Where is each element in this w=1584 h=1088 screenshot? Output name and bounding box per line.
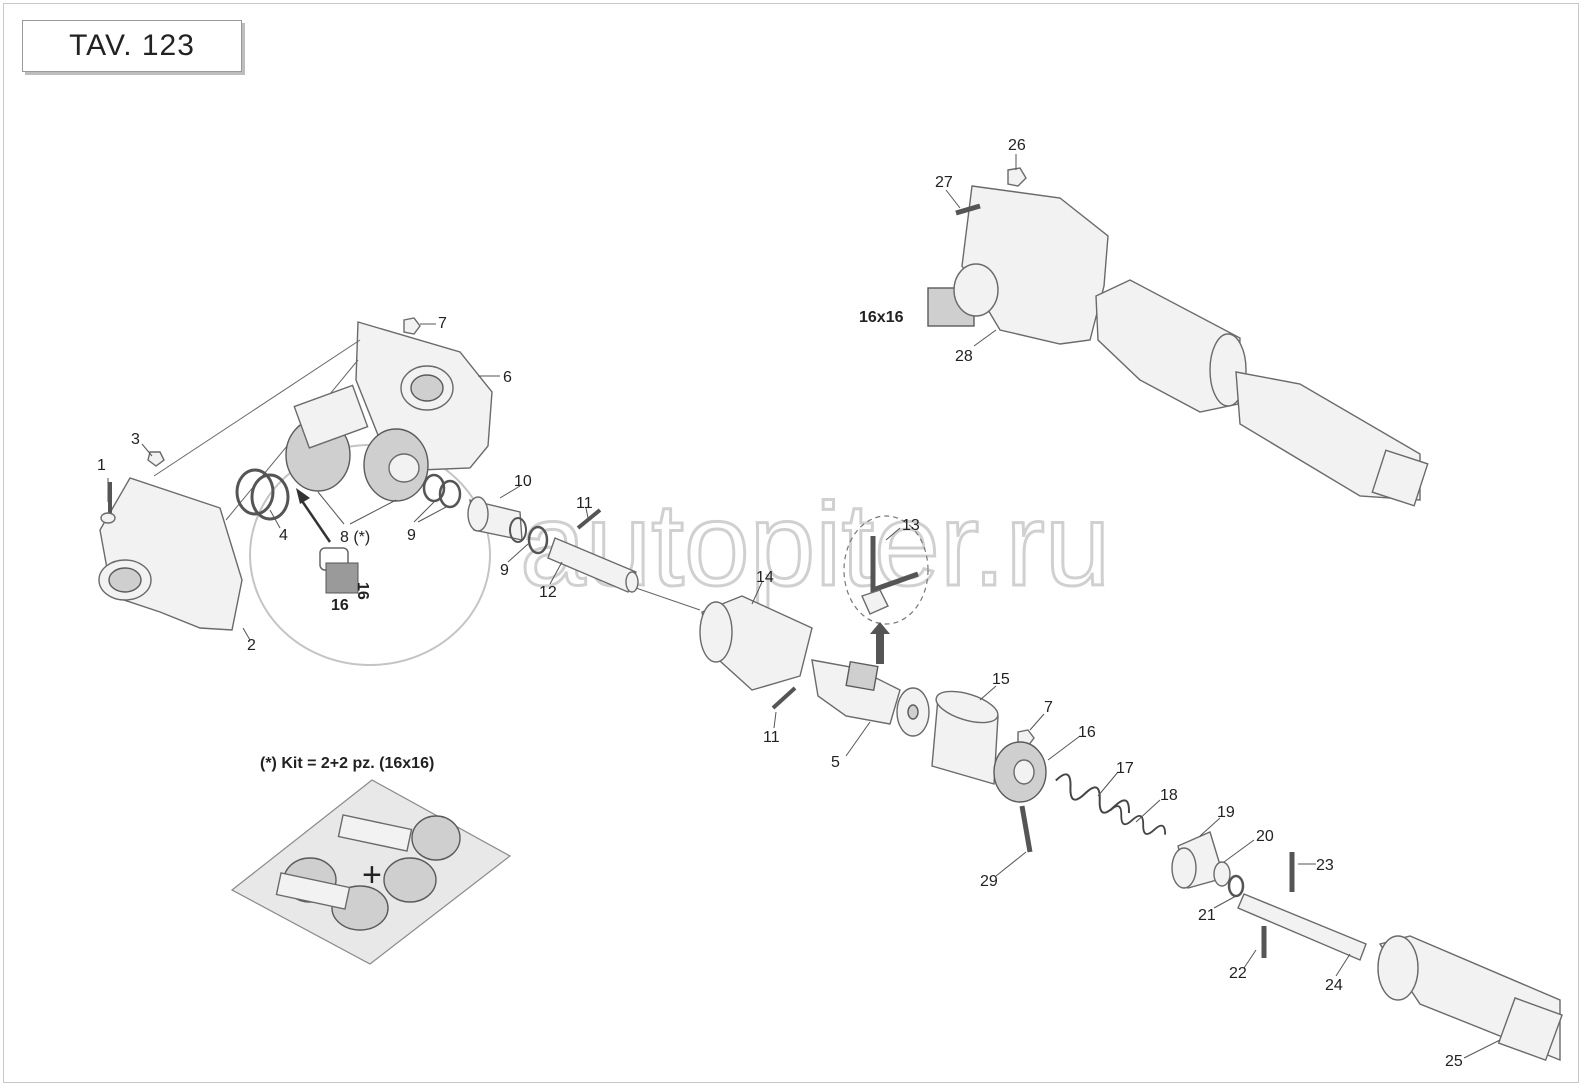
kit-caption: (*) Kit = 2+2 pz. (16x16) xyxy=(260,755,434,772)
callout-2: 2 xyxy=(247,637,256,654)
callout-labels: 1 2 3 4 5 6 7 7 8 (*) 9 9 10 11 11 12 13… xyxy=(97,137,1463,1070)
arrow-indicator xyxy=(298,497,332,543)
seal-rings-9 xyxy=(422,473,462,509)
callout-28: 28 xyxy=(955,348,973,365)
shaft-24 xyxy=(1237,893,1367,961)
cover-ring-15 xyxy=(931,690,999,785)
input-shaft-12 xyxy=(547,537,639,593)
yoke-tube-25 xyxy=(1377,935,1563,1062)
shaft-size-label: 16x16 xyxy=(859,309,904,326)
coupling-yoke-14 xyxy=(699,595,813,691)
table-title: TAV. 123 xyxy=(22,20,242,72)
callout-4: 4 xyxy=(279,527,288,544)
callout-15: 15 xyxy=(992,671,1010,688)
callout-25: 25 xyxy=(1445,1053,1463,1070)
circlip-21 xyxy=(1227,874,1245,898)
kit-package: + xyxy=(230,779,512,965)
pin-11-upper xyxy=(576,508,602,530)
callout-7-top: 7 xyxy=(438,315,447,332)
assembly-line xyxy=(153,339,361,477)
callout-6: 6 xyxy=(503,369,512,386)
callout-12: 12 xyxy=(539,584,557,601)
callout-17: 17 xyxy=(1116,760,1134,777)
watermark: autopiter.ru xyxy=(520,479,1110,611)
washers-9 xyxy=(509,517,549,555)
detail-13 xyxy=(843,515,929,625)
callout-9-lower: 9 xyxy=(500,562,509,579)
callout-16-kit-side: 16 xyxy=(354,582,371,600)
callout-5: 5 xyxy=(831,754,840,771)
callout-19: 19 xyxy=(1217,804,1235,821)
axis-line xyxy=(635,587,701,611)
callout-14: 14 xyxy=(756,569,774,586)
callout-13: 13 xyxy=(902,517,920,534)
bushing-19 xyxy=(1171,831,1225,889)
nut-26 xyxy=(1007,167,1027,187)
kit-sample-16 xyxy=(319,547,359,594)
spring-17 xyxy=(1055,773,1130,814)
callout-22: 22 xyxy=(1229,965,1247,982)
bolt-27 xyxy=(955,203,981,216)
clamp-16 xyxy=(993,741,1047,803)
callout-8-kit: 8 (*) xyxy=(340,529,370,546)
gearbox-assembly-28 xyxy=(927,185,1109,345)
coupling-guard-top xyxy=(1095,279,1247,413)
cross-joint-5 xyxy=(811,659,901,725)
seal-ring-4 xyxy=(235,468,290,521)
callout-24: 24 xyxy=(1325,977,1343,994)
pin-11-lower xyxy=(771,686,797,710)
callout-3: 3 xyxy=(131,431,140,448)
bevel-gear-8-left xyxy=(285,384,369,492)
callout-10: 10 xyxy=(514,473,532,490)
callout-27: 27 xyxy=(935,174,953,191)
callout-11-lower: 11 xyxy=(763,729,780,746)
callout-11-upper: 11 xyxy=(576,495,593,512)
callout-7-bottom: 7 xyxy=(1044,699,1053,716)
bolt-1 xyxy=(100,482,116,524)
detail-arrow xyxy=(870,622,890,664)
callout-23: 23 xyxy=(1316,857,1334,874)
output-tube-top xyxy=(1235,371,1429,507)
gearbox-housing-left xyxy=(98,477,243,631)
callout-16-clamp: 16 xyxy=(1078,724,1096,741)
callout-9-upper: 9 xyxy=(407,527,416,544)
callout-29: 29 xyxy=(980,873,998,890)
flange-disc xyxy=(896,687,930,737)
callout-18: 18 xyxy=(1160,787,1178,804)
callout-26: 26 xyxy=(1008,137,1026,154)
bolt-29 xyxy=(1019,805,1033,853)
callout-21: 21 xyxy=(1198,907,1216,924)
leader-lines xyxy=(107,154,1501,1059)
callout-1: 1 xyxy=(97,457,106,474)
callout-16-kit: 16 xyxy=(331,597,349,614)
arrow-head xyxy=(296,488,310,504)
ring-20 xyxy=(1213,861,1231,887)
spring-18 xyxy=(1109,805,1167,835)
callout-20: 20 xyxy=(1256,828,1274,845)
diagram-frame xyxy=(3,3,1579,1083)
svg-text:+: + xyxy=(362,856,382,894)
bevel-gear-8-right xyxy=(363,428,429,502)
nut-7-top xyxy=(403,317,421,335)
